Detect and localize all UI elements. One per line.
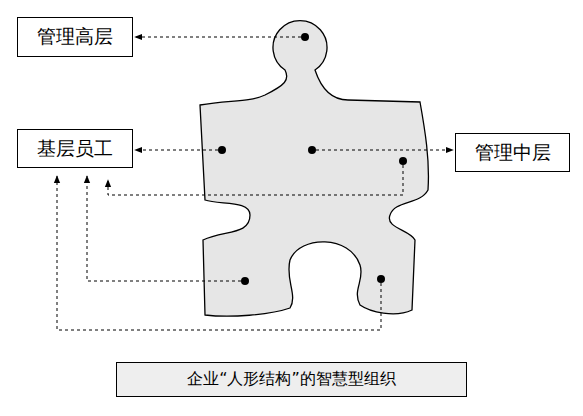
- dot: [308, 146, 316, 154]
- caption-box: 企业“人形结构”的智慧型组织: [116, 362, 467, 397]
- leader-arrow: [87, 176, 241, 281]
- box-label: 管理高层: [37, 24, 113, 50]
- label-box: 管理中层: [455, 133, 570, 172]
- dot: [218, 146, 226, 154]
- leader-arrow: [316, 150, 453, 151]
- dot: [399, 157, 407, 165]
- leader-lines: [57, 37, 453, 330]
- dots: [218, 33, 407, 285]
- puzzle-piece: [200, 21, 428, 317]
- dot: [241, 277, 249, 285]
- dot: [301, 33, 309, 41]
- leader-arrow: [135, 37, 301, 38]
- box-label: 基层员工: [37, 136, 113, 162]
- leader-arrow: [135, 150, 218, 151]
- dot: [377, 275, 385, 283]
- leader-arrow: [108, 165, 403, 195]
- leader-arrow: [57, 176, 381, 330]
- box-label: 管理中层: [475, 140, 551, 166]
- label-box: 管理高层: [17, 17, 133, 57]
- label-box: 基层员工: [17, 129, 133, 168]
- caption: 企业“人形结构”的智慧型组织: [187, 369, 396, 390]
